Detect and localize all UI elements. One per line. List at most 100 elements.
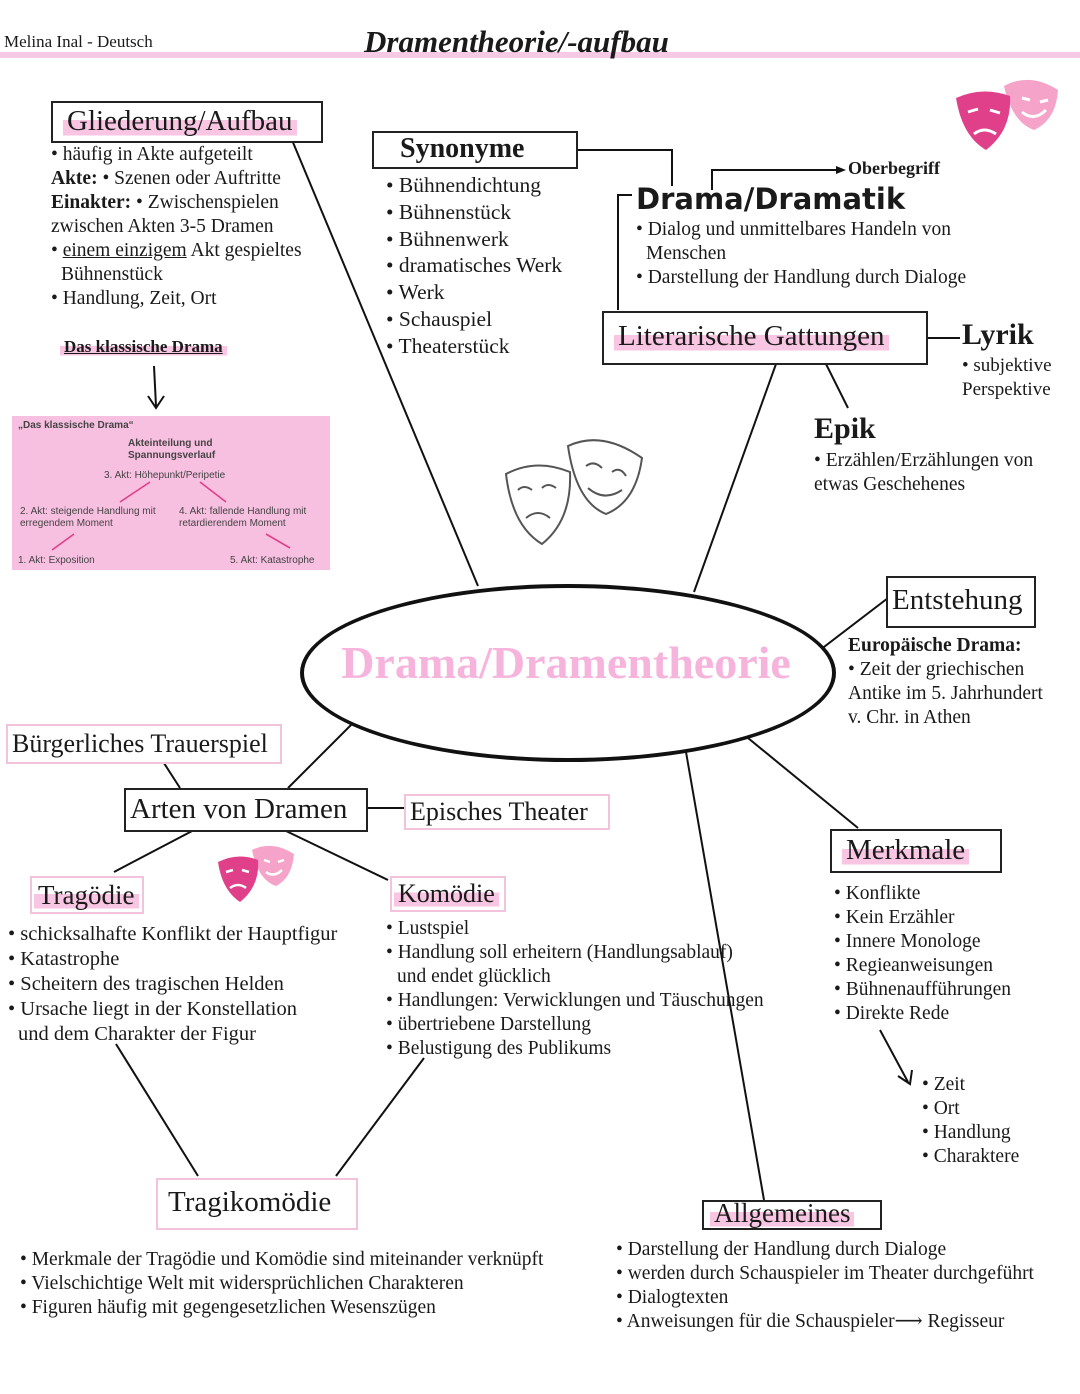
line-tragoedie — [113, 829, 195, 873]
akt-2-label: 2. Akt: steigende Handlung mit — [20, 506, 156, 517]
merkmal-item: • Regieanweisungen — [834, 955, 993, 976]
synonym-item: • Theaterstück — [386, 333, 510, 358]
merkmal-item: • Direkte Rede — [834, 1003, 950, 1024]
gliederung-text: • häufig in Akte aufgeteilt Akte: • Szen… — [51, 143, 331, 311]
tragoedie-line: • Katastrophe — [8, 948, 120, 970]
epik-text: • Erzählen/Erzählungen von etwas Gescheh… — [814, 449, 1033, 497]
allgemeines-line: • Anweisungen für die Schauspieler⟶ Regi… — [616, 1311, 1005, 1332]
buergerlich-box: Bürgerliches Trauerspiel — [6, 724, 282, 764]
line-tragoedie-tragikomoedie — [115, 1043, 199, 1177]
entstehung-text: Europäische Drama: • Zeit der griechisch… — [848, 634, 1043, 730]
gattungen-title: Literarische Gattungen — [614, 320, 889, 353]
entstehung-line: Antike im 5. Jahrhundert — [848, 683, 1043, 704]
merkmale-list: • Konflikte • Kein Erzähler • Innere Mon… — [834, 882, 1011, 1026]
merkmal-item: • Konflikte — [834, 883, 921, 904]
line-epik — [825, 363, 849, 409]
arten-box: Arten von Dramen — [124, 788, 368, 832]
epik-title: Epik — [814, 412, 876, 445]
line-buergerlich — [161, 759, 181, 789]
gliederung-line: • Handlung, Zeit, Ort — [51, 288, 217, 309]
merkmal-subitem: • Charaktere — [922, 1146, 1020, 1167]
klassisch-diagram: „Das klassische Drama“ Akteinteilung und… — [12, 416, 330, 570]
drama-line: • Darstellung der Handlung durch Dialoge — [636, 267, 967, 288]
drama-line: • Dialog und unmittelbares Handeln von — [636, 219, 951, 240]
klassisch-arrows — [51, 481, 291, 551]
line-synonyme — [576, 149, 673, 186]
epik-line: etwas Geschehenes — [814, 474, 966, 495]
komoedie-title: Komödie — [394, 879, 499, 909]
theater-masks-icon — [956, 79, 1058, 150]
merkmal-subitem: • Handlung — [922, 1122, 1011, 1143]
line-komoedie-tragikomoedie — [335, 1057, 425, 1177]
gliederung-line: Bühnenstück — [61, 264, 163, 285]
akt-5-label: 5. Akt: Katastrophe — [230, 555, 315, 566]
tragikomoedie-line: • Vielschichtige Welt mit widersprüchlic… — [20, 1273, 464, 1294]
line-komoedie — [283, 829, 389, 881]
arrow-merkmale — [879, 1029, 909, 1083]
komoedie-line: • Belustigung des Publikums — [386, 1038, 612, 1059]
episch-title: Episches Theater — [410, 797, 588, 826]
gliederung-line: Einakter: • Zwischenspielen — [51, 192, 279, 213]
gliederung-line: • häufig in Akte aufgeteilt — [51, 144, 253, 165]
page-title: Dramentheorie/-aufbau — [364, 24, 669, 59]
tragikomoedie-text: • Merkmale der Tragödie und Komödie sind… — [20, 1248, 543, 1320]
title-underline — [0, 52, 1080, 58]
lyrik-title: Lyrik — [962, 318, 1034, 351]
entstehung-box: Entstehung — [886, 576, 1036, 628]
komoedie-line: • Handlung soll erheitern (Handlungsabla… — [386, 942, 733, 963]
akt-4-label: 4. Akt: fallende Handlung mit — [179, 506, 307, 517]
merkmal-item: • Kein Erzähler — [834, 907, 955, 928]
tragoedie-line: • Ursache liegt in der Konstellation — [8, 998, 297, 1020]
line-drama-gattungen — [617, 194, 632, 310]
author-label: Melina Inal - Deutsch — [4, 32, 153, 51]
tragoedie-title: Tragödie — [34, 880, 139, 911]
entstehung-line: • Zeit der griechischen — [848, 659, 1025, 680]
arrow-merkmale-head — [897, 1069, 913, 1086]
komoedie-box: Komödie — [390, 876, 506, 912]
center-title: Drama/Dramentheorie — [341, 637, 791, 688]
synonym-item: • dramatisches Werk — [386, 253, 563, 278]
arrow-klassisch — [153, 365, 157, 407]
merkmal-subitem: • Zeit — [922, 1074, 966, 1095]
episch-box: Episches Theater — [404, 794, 610, 830]
allgemeines-line: • werden durch Schauspieler im Theater d… — [616, 1263, 1034, 1284]
line-entstehung — [819, 597, 889, 651]
merkmal-subitem: • Ort — [922, 1098, 960, 1119]
merkmale-box: Merkmale — [830, 829, 1002, 873]
drama-title: Drama/Dramatik — [636, 182, 906, 216]
tragoedie-text: • schicksalhafte Konflikt der Hauptfigur… — [8, 922, 337, 1047]
center-ellipse — [300, 584, 836, 762]
synonym-item: • Bühnendichtung — [386, 173, 542, 197]
arrow-klassisch-head — [147, 395, 165, 410]
komoedie-line: • Lustspiel — [386, 918, 470, 939]
merkmal-item: • Innere Monologe — [834, 931, 981, 952]
allgemeines-title: Allgemeines — [710, 1198, 855, 1229]
entstehung-line: v. Chr. in Athen — [848, 707, 971, 728]
komoedie-text: • Lustspiel • Handlung soll erheitern (H… — [386, 917, 764, 1061]
tragoedie-line: • Scheitern des tragischen Helden — [8, 973, 284, 995]
drama-text: • Dialog und unmittelbares Handeln von M… — [636, 218, 966, 290]
theater-masks-outline-icon — [504, 439, 644, 546]
synonym-item: • Bühnenstück — [386, 199, 512, 224]
merkmale-sublist: • Zeit • Ort • Handlung • Charaktere — [922, 1073, 1019, 1169]
gliederung-line: • einem einzigem Akt gespieltes — [51, 240, 302, 261]
synonym-item: • Werk — [386, 280, 445, 305]
gliederung-box: Gliederung/Aufbau — [51, 101, 323, 143]
gliederung-line: Akte: • Szenen oder Auftritte — [51, 168, 281, 189]
allgemeines-box: Allgemeines — [702, 1198, 882, 1230]
akt-3-label: 3. Akt: Höhepunkt/Peripetie — [104, 470, 226, 481]
arten-title: Arten von Dramen — [130, 793, 348, 825]
merkmale-title: Merkmale — [842, 834, 970, 867]
line-gattungen-center — [693, 363, 777, 593]
line-oberbegriff — [711, 169, 836, 190]
line-merkmale — [747, 737, 859, 829]
allgemeines-line: • Darstellung der Handlung durch Dialoge — [616, 1239, 947, 1260]
komoedie-line: • Handlungen: Verwicklungen und Täuschun… — [386, 990, 764, 1011]
komoedie-line: • übertriebene Darstellung — [386, 1014, 591, 1035]
buergerlich-title: Bürgerliches Trauerspiel — [12, 729, 268, 758]
drama-line: Menschen — [646, 243, 727, 264]
tragikomoedie-box: Tragikomödie — [156, 1178, 358, 1230]
akt-4-label: retardierendem Moment — [179, 518, 286, 529]
gliederung-title: Gliederung/Aufbau — [63, 105, 297, 138]
